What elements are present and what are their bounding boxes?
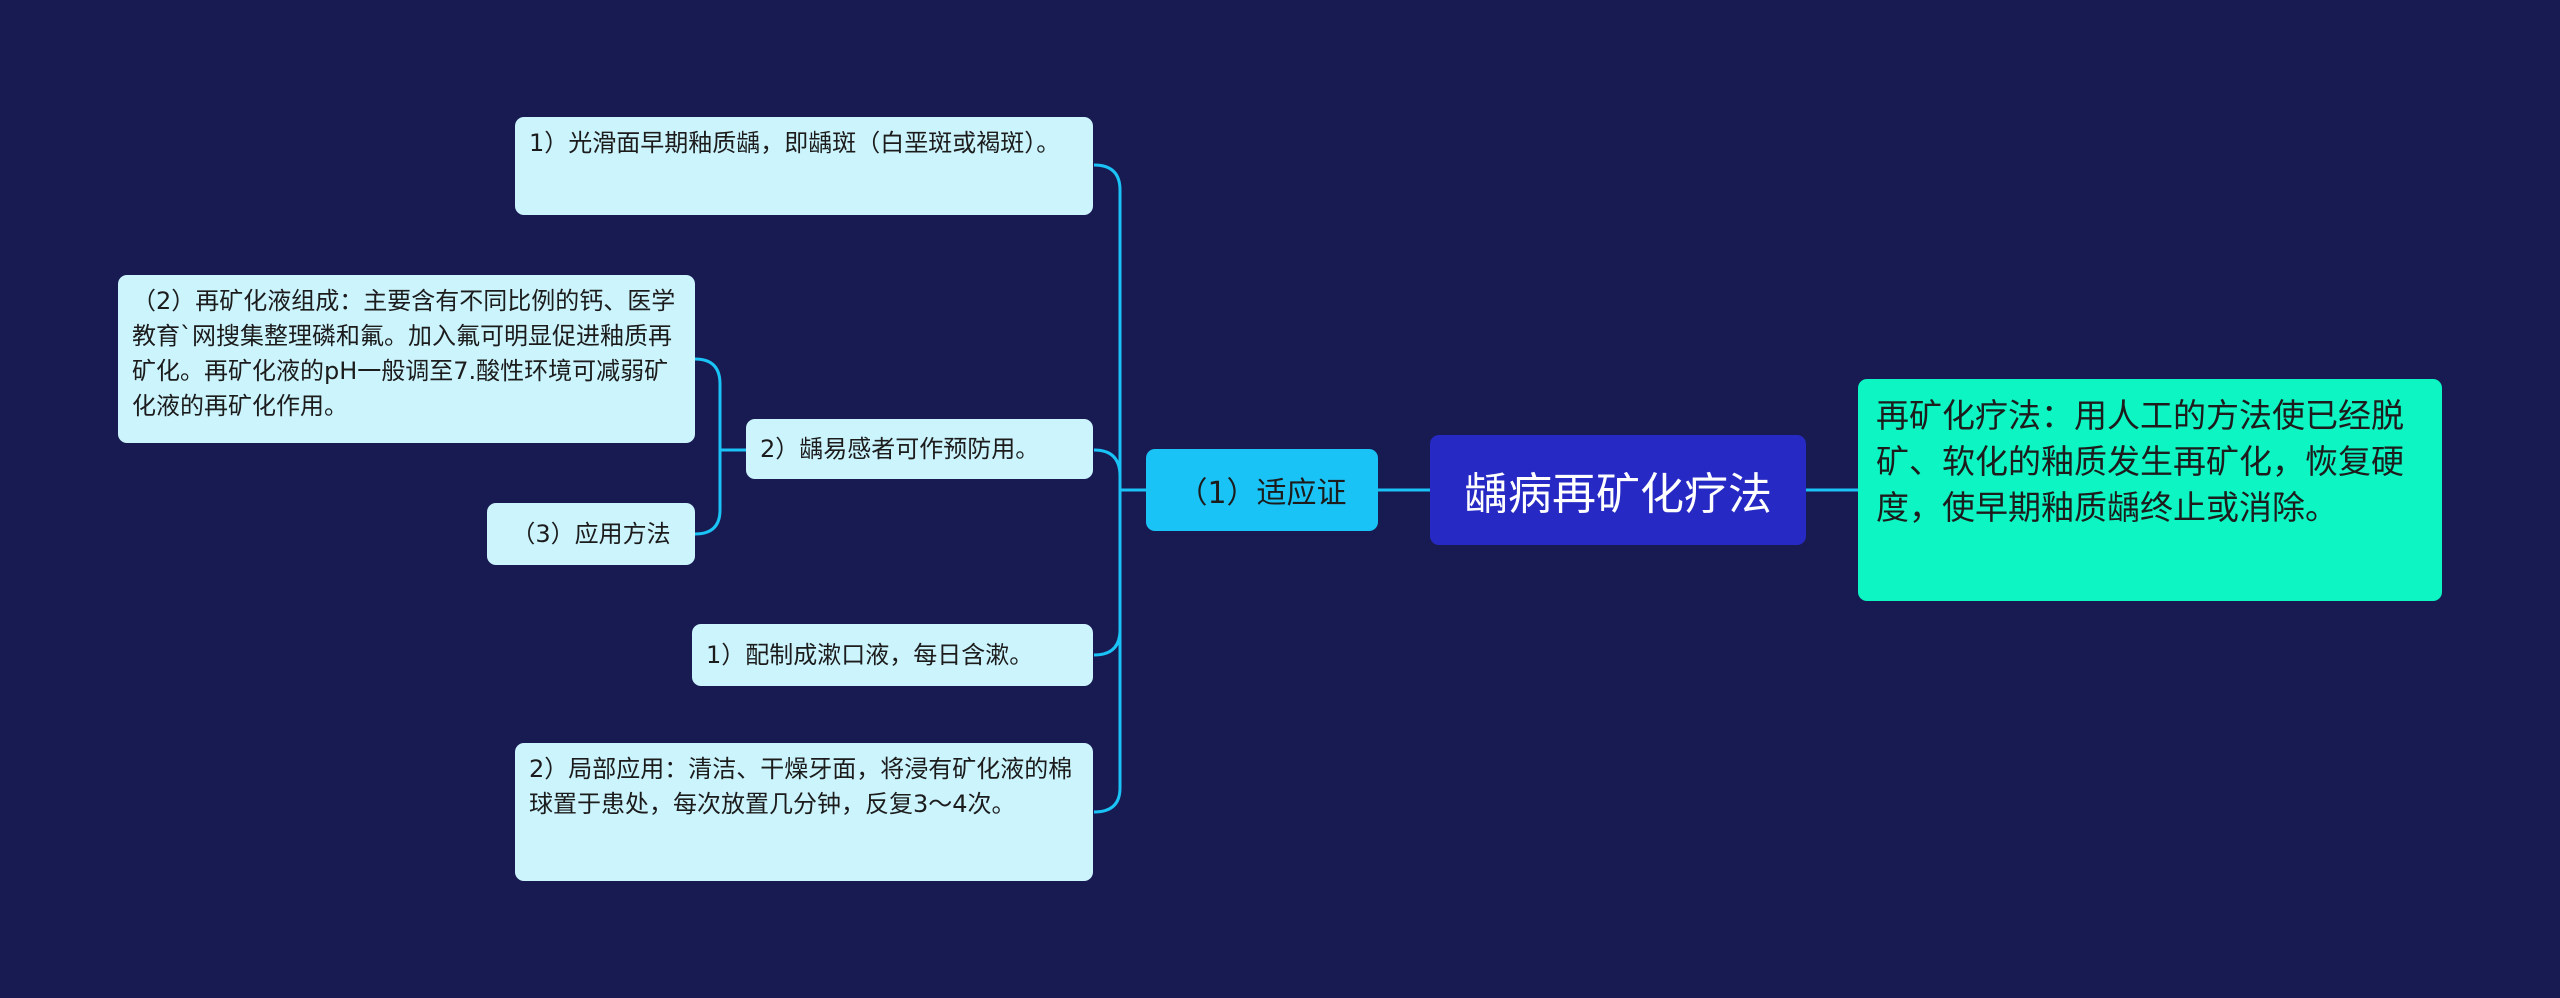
child-node-4-text: 2）局部应用：清洁、干燥牙面，将浸有矿化液的棉球置于患处，每次放置几分钟，反复3… <box>529 755 1073 818</box>
sub-node-1: （2）再矿化液组成：主要含有不同比例的钙、医学教育`网搜集整理磷和氟。加入氟可明… <box>118 275 695 443</box>
child-node-3-text: 1）配制成漱口液，每日含漱。 <box>706 640 1034 669</box>
child-node-1: 1）光滑面早期釉质龋，即龋斑（白垩斑或褐斑）。 <box>515 117 1093 215</box>
branch-node: （1）适应证 <box>1146 449 1378 531</box>
child-node-1-text: 1）光滑面早期釉质龋，即龋斑（白垩斑或褐斑）。 <box>529 129 1061 157</box>
child-node-2: 2）龋易感者可作预防用。 <box>746 419 1093 479</box>
right-note-node: 再矿化疗法：用人工的方法使已经脱矿、软化的釉质发生再矿化，恢复硬度，使早期釉质龋… <box>1858 379 2442 601</box>
sub-node-2-text: （3）应用方法 <box>511 519 671 548</box>
sub-node-2: （3）应用方法 <box>487 503 695 565</box>
connector-to-child-3 <box>1093 629 1122 657</box>
child-node-2-text: 2）龋易感者可作预防用。 <box>760 434 1040 463</box>
connector-to-child-2 <box>1093 448 1122 477</box>
connector-sub-trunk <box>694 357 722 536</box>
child-node-3: 1）配制成漱口液，每日含漱。 <box>692 624 1093 686</box>
connector-trunk <box>1093 163 1122 814</box>
right-note-text: 再矿化疗法：用人工的方法使已经脱矿、软化的釉质发生再矿化，恢复硬度，使早期釉质龋… <box>1876 396 2404 527</box>
central-topic-label: 龋病再矿化疗法 <box>1464 469 1772 520</box>
branch-node-label: （1）适应证 <box>1177 476 1347 511</box>
sub-node-1-text: （2）再矿化液组成：主要含有不同比例的钙、医学教育`网搜集整理磷和氟。加入氟可明… <box>132 287 676 420</box>
child-node-4: 2）局部应用：清洁、干燥牙面，将浸有矿化液的棉球置于患处，每次放置几分钟，反复3… <box>515 743 1093 881</box>
central-topic: 龋病再矿化疗法 <box>1430 435 1806 545</box>
